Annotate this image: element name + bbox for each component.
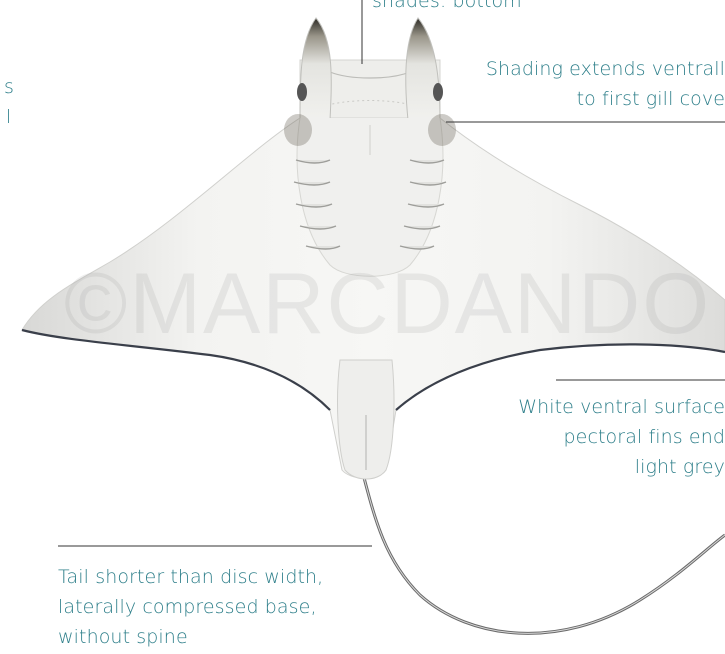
watermark-text: ©MARCDANDO xyxy=(64,255,711,354)
label-bottom-left-line-2: laterally compressed base, xyxy=(58,592,323,622)
label-top-right-line-1: Shading extends ventrall xyxy=(486,54,725,84)
label-bottom-left-line-3: without spine xyxy=(58,622,323,652)
label-top-center: shades: bottom xyxy=(372,0,522,16)
label-mid-right: White ventral surface pectoral fins end … xyxy=(518,392,725,482)
label-mid-right-line-3: light grey xyxy=(518,452,725,482)
label-mid-right-line-1: White ventral surface xyxy=(518,392,725,422)
label-top-right-line-2: to first gill cove xyxy=(486,84,725,114)
label-bottom-left-line-1: Tail shorter than disc width, xyxy=(58,562,323,592)
label-top-left-line-1: s xyxy=(0,72,14,102)
label-top-left-line-2: l xyxy=(0,102,14,132)
label-mid-right-line-2: pectoral fins end xyxy=(518,422,725,452)
label-top-center-line-1: shades: bottom xyxy=(372,0,522,16)
label-top-left-fragment: s l xyxy=(0,72,14,132)
label-top-right: Shading extends ventrall to first gill c… xyxy=(486,54,725,114)
left-cephalic-fin xyxy=(300,18,331,120)
label-bottom-left: Tail shorter than disc width, laterally … xyxy=(58,562,323,652)
right-cephalic-fin xyxy=(406,18,440,120)
tail xyxy=(362,470,725,633)
